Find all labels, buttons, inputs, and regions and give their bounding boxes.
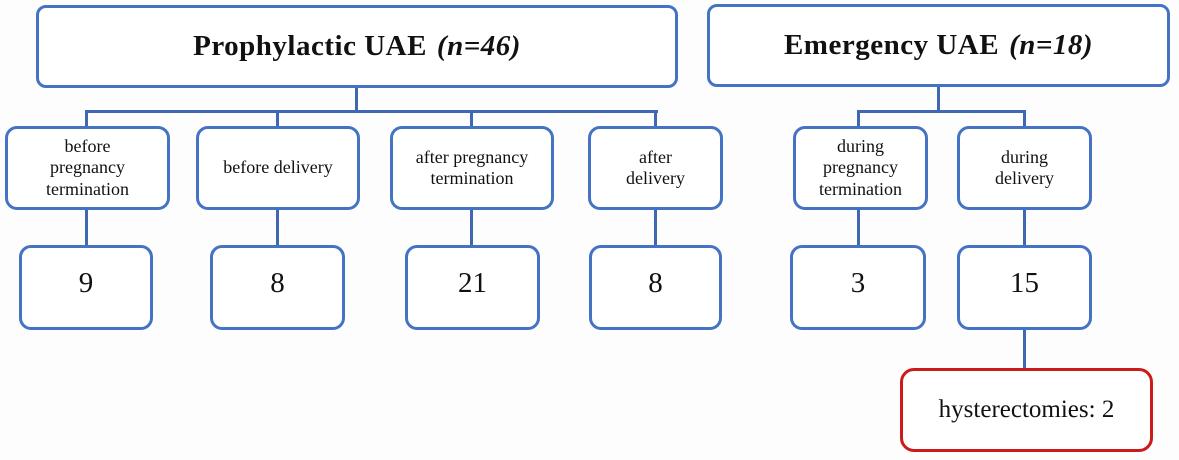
label-box-before-delivery: before delivery [196, 126, 360, 210]
root-box-prophylactic-uae: Prophylactic UAE (n=46) [36, 5, 678, 88]
connector-line [85, 110, 658, 113]
label-text: before pregnancy termination [46, 136, 129, 199]
connector-line [1023, 110, 1026, 126]
root-n-count: (n=46) [436, 30, 521, 62]
root-box-emergency-uae: Emergency UAE (n=18) [707, 4, 1170, 87]
connector-line [857, 110, 1026, 113]
note-box-hysterectomies: hysterectomies: 2 [900, 368, 1153, 452]
count-box-after-delivery: 8 [589, 245, 722, 330]
note-text: hysterectomies: 2 [938, 396, 1115, 423]
root-label: Emergency UAE [783, 29, 1000, 61]
label-text: after pregnancy termination [415, 146, 529, 188]
label-text: during pregnancy termination [819, 136, 902, 199]
connector-line [654, 210, 657, 245]
label-text: before delivery [223, 157, 333, 178]
count-value: 15 [1010, 267, 1039, 299]
label-box-during-delivery: during delivery [957, 126, 1092, 210]
label-text: after delivery [626, 146, 685, 188]
count-value: 8 [270, 267, 285, 299]
connector-line [276, 210, 279, 245]
connector-line [857, 210, 860, 245]
connector-line [654, 110, 657, 126]
connector-line [470, 110, 473, 126]
count-box-during-delivery: 15 [957, 245, 1092, 330]
connector-line [1023, 330, 1026, 368]
count-box-during-pregnancy-termination: 3 [790, 245, 926, 330]
connector-line [276, 110, 279, 126]
label-box-during-pregnancy-termination: during pregnancy termination [793, 126, 928, 210]
connector-line [355, 88, 358, 112]
count-value: 9 [78, 267, 94, 299]
count-value: 21 [458, 267, 487, 299]
connector-line [85, 110, 88, 126]
count-value: 3 [850, 267, 866, 299]
count-box-before-pregnancy-termination: 9 [19, 245, 153, 330]
root-n-count: (n=18) [1009, 29, 1094, 61]
connector-line [470, 210, 473, 245]
label-box-before-pregnancy-termination: before pregnancy termination [5, 126, 170, 210]
count-box-before-delivery: 8 [210, 245, 345, 330]
connector-line [857, 110, 860, 126]
label-box-after-delivery: after delivery [588, 126, 723, 210]
count-value: 8 [648, 267, 663, 299]
connector-line [1023, 210, 1026, 245]
label-box-after-pregnancy-termination: after pregnancy termination [390, 126, 554, 210]
connector-line [937, 87, 940, 112]
count-box-after-pregnancy-termination: 21 [405, 245, 540, 330]
label-text: during delivery [995, 146, 1054, 188]
root-label: Prophylactic UAE [193, 30, 427, 62]
connector-line [85, 210, 88, 245]
